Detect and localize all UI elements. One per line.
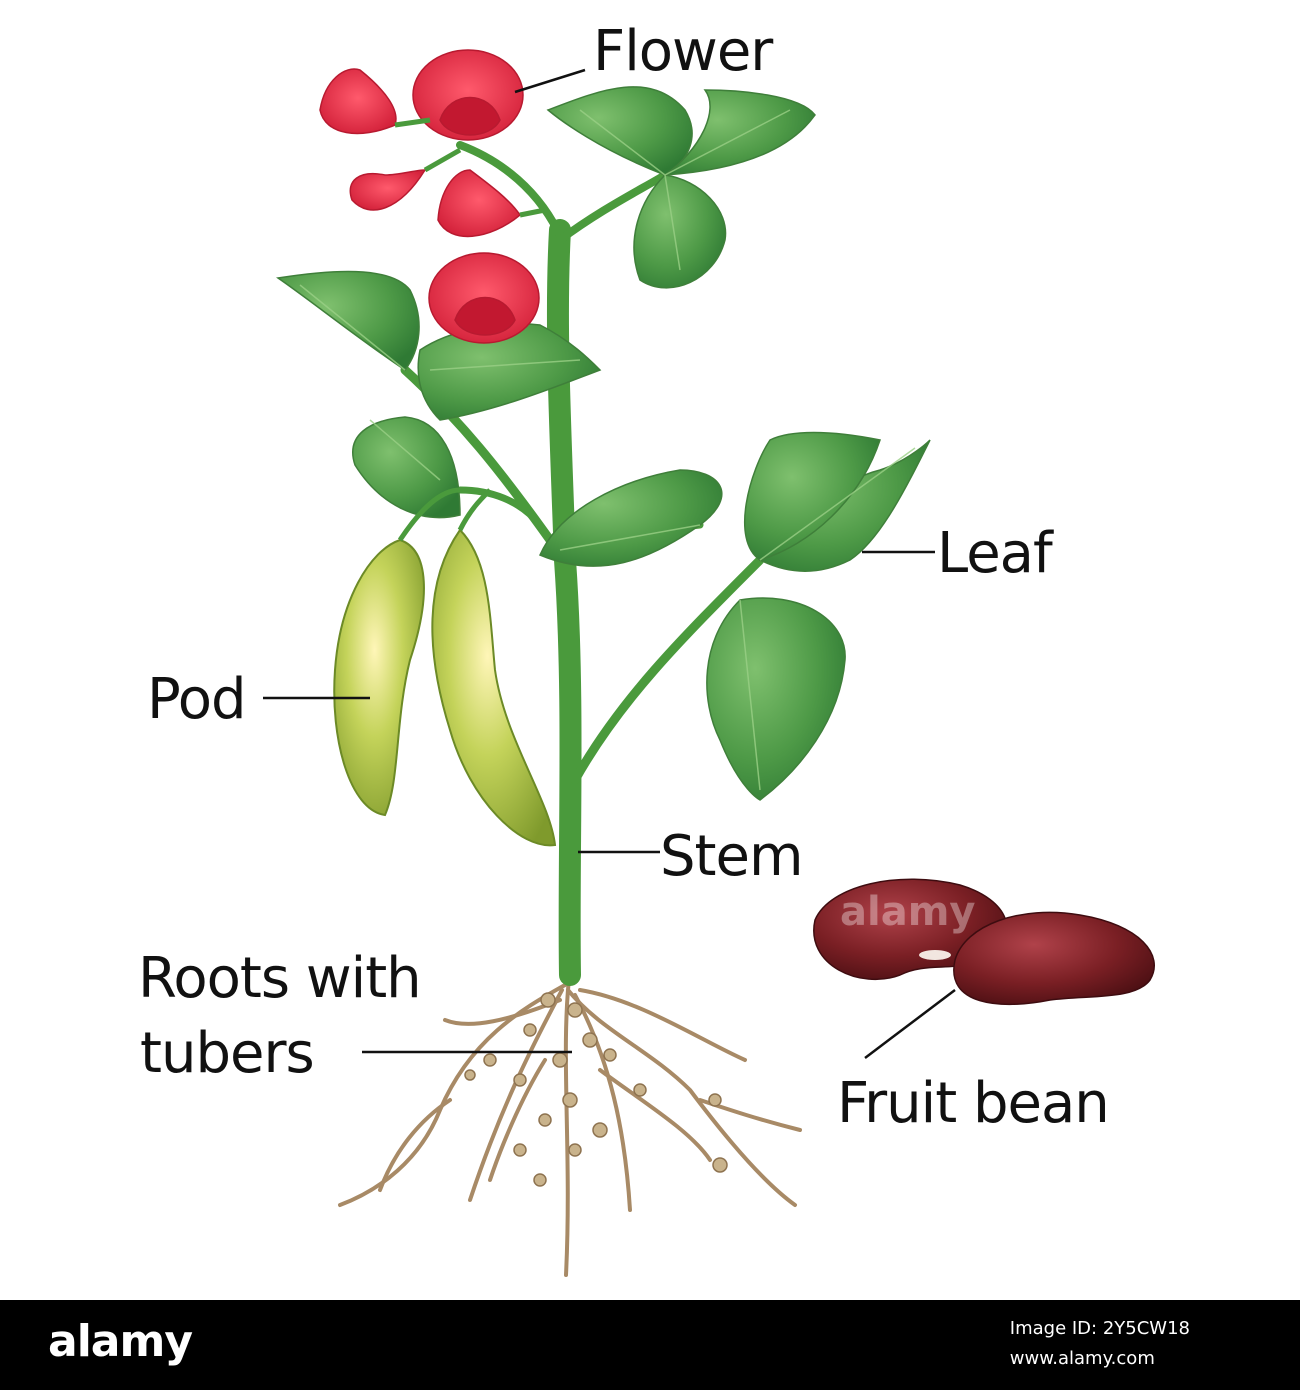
leaf-right-2	[743, 431, 881, 561]
fruit-beans	[813, 878, 1155, 1005]
root-tubers	[464, 992, 728, 1187]
flower-top-center	[412, 49, 524, 141]
label-roots-line2: tubers	[140, 1021, 314, 1086]
watermark: alamy	[840, 889, 975, 935]
label-roots-line1: Roots with	[138, 946, 421, 1011]
label-pod: Pod	[147, 667, 246, 732]
leaf-left-3	[352, 416, 461, 519]
flower-mid-center	[437, 169, 521, 238]
label-leaf: Leaf	[937, 521, 1054, 586]
flower-top-left	[319, 68, 397, 135]
flowers	[319, 49, 540, 344]
leaf-right-3	[706, 597, 846, 801]
footer-bar: alamy Image ID: 2Y5CW18 www.alamy.com	[0, 1300, 1300, 1390]
label-fruit-bean: Fruit bean	[837, 1071, 1109, 1136]
flower-mid-left	[349, 169, 427, 211]
pods	[333, 528, 557, 847]
pod-left	[333, 538, 425, 817]
bean-plant-diagram: alamy Flower Leaf Pod Stem Roots with tu…	[138, 19, 1155, 1277]
leaf-center	[539, 469, 723, 567]
leaves	[276, 86, 931, 801]
label-flower: Flower	[593, 19, 774, 84]
bean-front	[953, 911, 1155, 1005]
leaf-top-right-2	[662, 89, 816, 176]
leaf-left-1	[276, 270, 420, 372]
label-stem: Stem	[660, 824, 803, 889]
leader-lines	[263, 68, 956, 1059]
footer-meta: Image ID: 2Y5CW18 www.alamy.com	[1010, 1314, 1190, 1374]
labels: Flower Leaf Pod Stem Roots with tubers F…	[138, 19, 1110, 1136]
pod-right	[431, 528, 557, 847]
footer-logo[interactable]: alamy	[48, 1316, 193, 1367]
leaf-veins	[299, 109, 916, 791]
pod-stalks	[397, 487, 492, 542]
fruit-bean-leader	[864, 989, 956, 1059]
flower-lower	[428, 252, 540, 344]
footer-site[interactable]: www.alamy.com	[1009, 1348, 1155, 1369]
leaf-top-right-3	[633, 174, 727, 289]
footer-image-id: Image ID: 2Y5CW18	[1009, 1318, 1190, 1339]
flower-leader	[514, 68, 586, 94]
flower-stalks	[394, 117, 546, 218]
leaf-top-right-1	[546, 86, 693, 176]
